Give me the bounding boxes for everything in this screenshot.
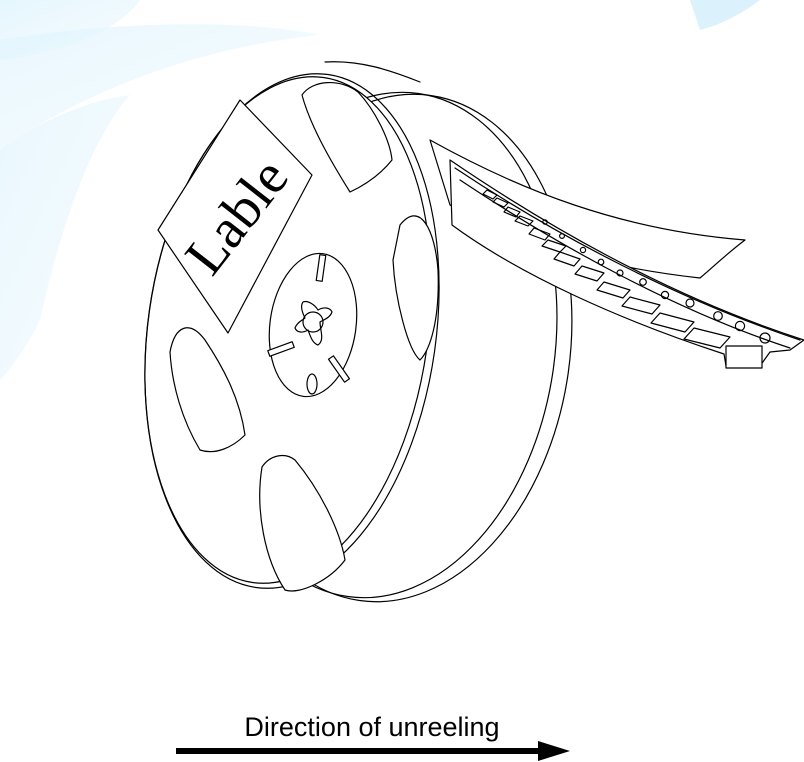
- direction-caption: Direction of unreeling: [0, 712, 774, 743]
- direction-arrow: [176, 741, 570, 761]
